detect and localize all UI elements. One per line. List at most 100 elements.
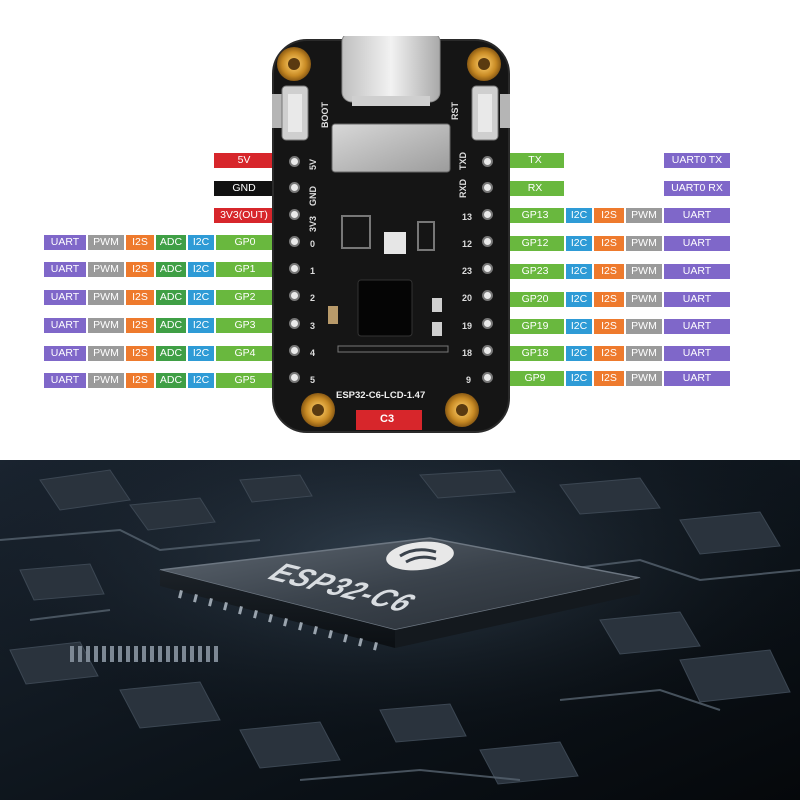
i2s-tag: I2S	[594, 208, 624, 223]
uart-tag: UART	[664, 264, 730, 279]
rst-button-side	[500, 94, 516, 128]
silk-boot: BOOT	[320, 102, 330, 128]
silk-5v: 5V	[308, 158, 318, 170]
uart-tag: UART	[44, 373, 86, 388]
i2s-tag: I2S	[594, 292, 624, 307]
uart-tag: UART	[44, 318, 86, 333]
uart-tag: UART	[44, 290, 86, 305]
pwm-tag: PWM	[626, 371, 662, 386]
gpio-tag: GP18	[506, 346, 564, 361]
pin-gp1	[289, 263, 300, 274]
pwm-tag: PWM	[626, 346, 662, 361]
i2s-tag: I2S	[126, 318, 154, 333]
uart-tag: UART	[664, 208, 730, 223]
gpio-tag: GP9	[506, 371, 564, 386]
silk-1: 1	[310, 266, 316, 276]
pwm-tag: PWM	[88, 346, 124, 361]
i2c-tag: I2C	[188, 262, 214, 277]
i2s-tag: I2S	[594, 236, 624, 251]
gpio-tag: GP19	[506, 319, 564, 334]
silk-19: 19	[462, 321, 473, 331]
board-pcb	[266, 31, 516, 433]
gpio-tag: GP20	[506, 292, 564, 307]
uart-tag: UART	[664, 236, 730, 251]
adc-tag: ADC	[156, 290, 186, 305]
pin-gp12	[482, 236, 493, 247]
i2s-tag: I2S	[126, 290, 154, 305]
uart-tag: UART	[44, 262, 86, 277]
i2s-tag: I2S	[594, 264, 624, 279]
esp32-c6-chip-side-left	[160, 570, 395, 648]
adc-tag: ADC	[156, 235, 186, 250]
gpio-tag: GP23	[506, 264, 564, 279]
label-tx: TX	[506, 153, 564, 168]
pin-gp13	[482, 209, 493, 220]
i2c-tag: I2C	[566, 208, 592, 223]
adc-tag: ADC	[156, 346, 186, 361]
gpio-tag: GP12	[506, 236, 564, 251]
gpio-tag: GP5	[216, 373, 274, 388]
pinout-diagram: 5V GND 3V3(OUT) UART PWM I2S ADC I2C GP0…	[44, 31, 730, 434]
i2c-tag: I2C	[188, 235, 214, 250]
pwm-tag: PWM	[88, 318, 124, 333]
gpio-tag: GP1	[216, 262, 274, 277]
espressif-logo	[386, 541, 454, 571]
pin-rxd	[482, 182, 493, 193]
silk-12: 12	[462, 239, 473, 249]
pin-gp19	[482, 318, 493, 329]
i2c-tag: I2C	[188, 373, 214, 388]
gpio-tag: GP13	[506, 208, 564, 223]
usb-c-port	[341, 31, 441, 103]
silk-txd: TXD	[458, 152, 468, 170]
pwm-tag: PWM	[626, 319, 662, 334]
label-3v3-out: 3V3(OUT)	[214, 208, 274, 223]
uart-tag: UART	[44, 235, 86, 250]
pin-gp9	[482, 372, 493, 383]
silk-3v3: 3V3	[308, 215, 318, 232]
i2c-tag: I2C	[566, 292, 592, 307]
label-uart0-rx: UART0 RX	[664, 181, 730, 196]
i2c-tag: I2C	[566, 264, 592, 279]
silk-20: 20	[462, 293, 473, 303]
pwm-tag: PWM	[88, 262, 124, 277]
chip-render-photo: ESP32-C6	[0, 460, 800, 800]
adc-tag: ADC	[156, 262, 186, 277]
label-5v: 5V	[214, 153, 274, 168]
pin-3v3	[289, 209, 300, 220]
pin-gp2	[289, 290, 300, 301]
pin-gp5	[289, 372, 300, 383]
rf-shield	[331, 123, 451, 173]
silk-gnd: GND	[308, 186, 318, 206]
pwm-tag: PWM	[626, 292, 662, 307]
pwm-tag: PWM	[626, 264, 662, 279]
gpio-tag: GP2	[216, 290, 274, 305]
uart-tag: UART	[664, 371, 730, 386]
silk-9: 9	[466, 375, 472, 385]
silk-4: 4	[310, 348, 316, 358]
boot-button-side	[266, 94, 282, 128]
uart-tag: UART	[44, 346, 86, 361]
silk-18: 18	[462, 348, 473, 358]
pwm-tag: PWM	[88, 373, 124, 388]
i2s-tag: I2S	[594, 346, 624, 361]
uart-tag: UART	[664, 319, 730, 334]
chip-marking: C3	[380, 413, 395, 425]
i2s-tag: I2S	[126, 373, 154, 388]
i2c-tag: I2C	[566, 346, 592, 361]
i2c-tag: I2C	[566, 371, 592, 386]
silk-23: 23	[462, 266, 473, 276]
pin-gp3	[289, 318, 300, 329]
i2c-tag: I2C	[188, 346, 214, 361]
pwm-tag: PWM	[88, 235, 124, 250]
silk-13: 13	[462, 212, 473, 222]
silk-3: 3	[310, 321, 316, 331]
pin-gp4	[289, 345, 300, 356]
dev-board: 5V GND 3V3 0 1 2 3 4 5 TXD RXD 13 12 23 …	[266, 31, 516, 434]
pwm-tag: PWM	[626, 208, 662, 223]
adc-tag: ADC	[156, 318, 186, 333]
i2s-tag: I2S	[126, 346, 154, 361]
circuit-board-scene	[0, 460, 800, 800]
pin-gp23	[482, 263, 493, 274]
silk-0: 0	[310, 239, 316, 249]
i2s-tag: I2S	[594, 371, 624, 386]
